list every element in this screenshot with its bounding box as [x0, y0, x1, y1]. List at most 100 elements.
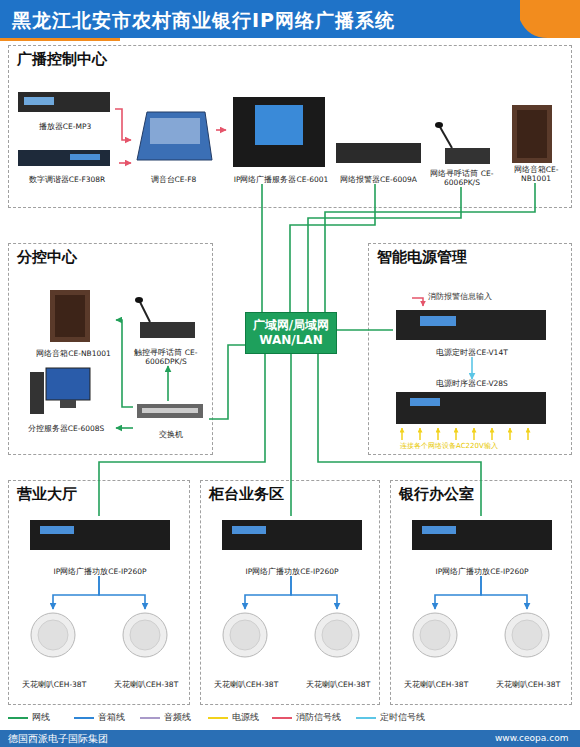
- connector-line: [261, 184, 263, 312]
- device-box: 网络音箱CE-NB1001: [501, 103, 571, 183]
- speaker-cone: [322, 620, 352, 650]
- speaker-cones: [38, 620, 542, 650]
- speaker-cone: [512, 620, 542, 650]
- connector-line: [115, 109, 131, 140]
- corner-accent: [0, 38, 120, 41]
- mic-stalk: [440, 127, 452, 148]
- amp-display: [422, 526, 456, 534]
- power-arrow: [527, 428, 529, 440]
- connector-line: [325, 183, 535, 312]
- connector-line: [337, 329, 393, 331]
- switch-device: [137, 404, 203, 418]
- section-box: 营业大厅 IP网络广播功放CE-IP260P 天花喇叭CEH-38T 天花喇叭CEH-…: [8, 480, 190, 705]
- connector-line: [245, 576, 291, 609]
- amp-device: [222, 520, 362, 550]
- device-label: 调音台CE-F8: [131, 175, 216, 184]
- section-box: 银行办公室IP网络广播功放CE-IP260P天花喇叭CEH-38T天花喇叭CEH…: [390, 480, 572, 705]
- footer-text: www.ceopa.com: [495, 733, 568, 743]
- device-box: 网络音箱CE-NB1001: [31, 286, 116, 358]
- connector-line: [209, 345, 245, 419]
- legend-item: 网线: [8, 711, 50, 724]
- speaker-cone: [38, 620, 68, 650]
- device-label: 电源时序器CE-V28S: [393, 379, 551, 388]
- note-label: 消防报警信息输入: [428, 291, 492, 302]
- device-label: 天花喇叭CEH-38T: [106, 680, 186, 689]
- footer-band: [0, 730, 580, 747]
- speaker-cone: [130, 620, 160, 650]
- pc-tower: [30, 372, 44, 414]
- amp-device: [30, 520, 170, 550]
- fire-arrow: [412, 298, 423, 306]
- device-box: 天花喇叭CEH-38T: [14, 609, 94, 689]
- footer-text: 德国西派电子国际集团: [8, 732, 108, 746]
- connector-line: [167, 366, 169, 401]
- legend-text: 消防信号线: [296, 711, 341, 724]
- device-label: 天花喇叭CEH-38T: [488, 680, 568, 689]
- connector-line: [471, 357, 473, 379]
- section-heading: 柜台业务区: [209, 485, 379, 503]
- device-box: 数字调谐器CE-F308R: [15, 146, 119, 184]
- legend-text: 音频线: [164, 711, 191, 724]
- amp-device: [412, 520, 552, 550]
- device-box: 电源定时器CE-V14T: [393, 307, 551, 357]
- device-label: IP网络广播功放CE-IP260P: [24, 567, 176, 576]
- speaker-box: [512, 105, 552, 163]
- amp-display: [40, 526, 74, 534]
- device-box: 播放器CE-MP3: [15, 89, 115, 131]
- device-label: 触控寻呼话筒 CE-6006DPK/S: [126, 348, 206, 366]
- power-arrows: [402, 428, 528, 440]
- device-label: 天花喇叭CEH-38T: [396, 680, 476, 689]
- device-box: 天花喇叭CEH-38T: [106, 609, 186, 689]
- mixer-faders: [150, 118, 200, 144]
- sequencer-device: [396, 392, 546, 424]
- player-display: [24, 97, 54, 105]
- mic-head: [135, 297, 143, 303]
- device-label: 电源定时器CE-V14T: [393, 348, 551, 357]
- device-label: 网络音箱CE-NB1001: [501, 165, 571, 183]
- device-label: 播放器CE-MP3: [15, 122, 115, 131]
- power-arrow: [455, 428, 457, 440]
- switch-ports: [142, 408, 198, 413]
- device-box: 天花喇叭CEH-38T: [206, 609, 286, 689]
- sequencer-display: [410, 398, 440, 406]
- device-box: IP网络广播功放CE-IP260P: [24, 516, 176, 576]
- legend-swatch: [208, 715, 228, 721]
- device-box: 天花喇叭CEH-38T: [488, 609, 568, 689]
- legend-swatch: [272, 715, 292, 721]
- connector-line: [291, 576, 337, 609]
- power-arrow: [509, 428, 511, 440]
- power-arrow: [401, 428, 403, 440]
- legend-swatch: [140, 715, 160, 721]
- device-label: 天花喇叭CEH-38T: [14, 680, 94, 689]
- device-box: 网络报警器CE-6009A: [331, 138, 426, 184]
- legend-swatch: [8, 715, 28, 721]
- ceiling-speaker: [123, 613, 167, 657]
- section-heading: 智能电源管理: [377, 248, 571, 266]
- device-box: 天花喇叭CEH-38T: [396, 609, 476, 689]
- section-heading: 分控中心: [17, 248, 212, 266]
- device-box: 调音台CE-F8: [131, 106, 216, 184]
- player-device: [18, 92, 110, 112]
- device-label: IP网络广播服务器CE-6001: [226, 175, 336, 184]
- section-heading: 营业大厅: [17, 485, 189, 503]
- device-label: IP网络广播功放CE-IP260P: [406, 567, 558, 576]
- timer-display: [420, 316, 456, 326]
- device-label: 天花喇叭CEH-38T: [206, 680, 286, 689]
- device-label: 网络寻呼话筒 CE-6006PK/S: [426, 169, 498, 187]
- ceiling-speakers: [31, 613, 549, 657]
- connector-line: [116, 320, 133, 407]
- connector-line: [290, 354, 292, 516]
- device-box: 分控服务器CE-6008S: [16, 363, 116, 433]
- connector-line: [116, 427, 133, 429]
- server-device: [233, 97, 325, 167]
- ceiling-speaker: [505, 613, 549, 657]
- section-box: 广播控制中心播放器CE-MP3数字调谐器CE-F308R调音台CE-F8IP网络…: [8, 45, 572, 208]
- ceiling-speaker: [223, 613, 267, 657]
- connector-line: [290, 184, 375, 312]
- legend-text: 网线: [32, 711, 50, 724]
- ceiling-speaker: [315, 613, 359, 657]
- section-box: 智能电源管理电源定时器CE-V14T 电源时序器CE-V28S: [368, 243, 572, 455]
- section-box: 柜台业务区IP网络广播功放CE-IP260P天花喇叭CEH-38T天花喇叭CEH…: [200, 480, 380, 705]
